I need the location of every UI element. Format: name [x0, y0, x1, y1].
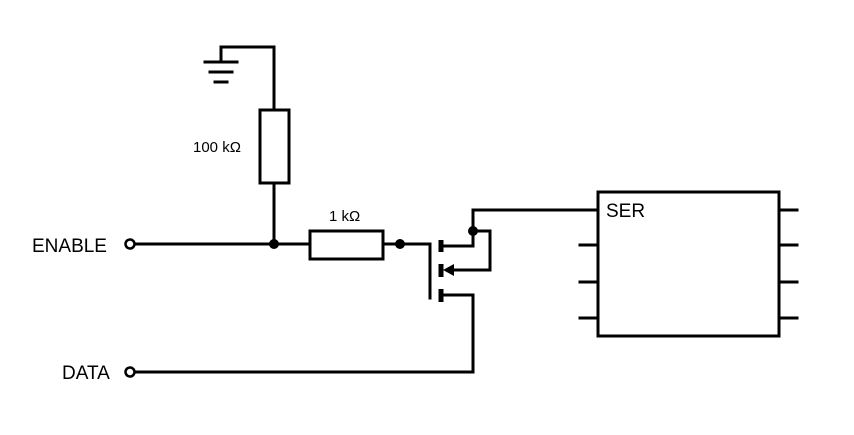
enable-terminal[interactable] — [124, 238, 136, 250]
n-channel-mosfet-icon — [428, 240, 492, 302]
ground-wire — [219, 45, 276, 112]
ic-chip — [578, 190, 799, 338]
pulldown-resistor — [258, 108, 291, 185]
drain-body-tie — [471, 229, 492, 272]
data-label: DATA — [62, 363, 110, 384]
ser-wire — [471, 208, 600, 233]
data-wire — [133, 293, 475, 374]
enable-label: ENABLE — [32, 236, 107, 257]
gate-junction — [395, 239, 405, 249]
data-terminal[interactable] — [124, 366, 136, 378]
series-resistor-label: 1 kΩ — [329, 208, 360, 225]
series-resistor — [308, 229, 385, 261]
ground-icon — [203, 45, 239, 84]
enable-junction — [269, 239, 279, 249]
pulldown-resistor-label: 100 kΩ — [193, 139, 241, 156]
ic-pin-label-ser: SER — [606, 201, 645, 222]
